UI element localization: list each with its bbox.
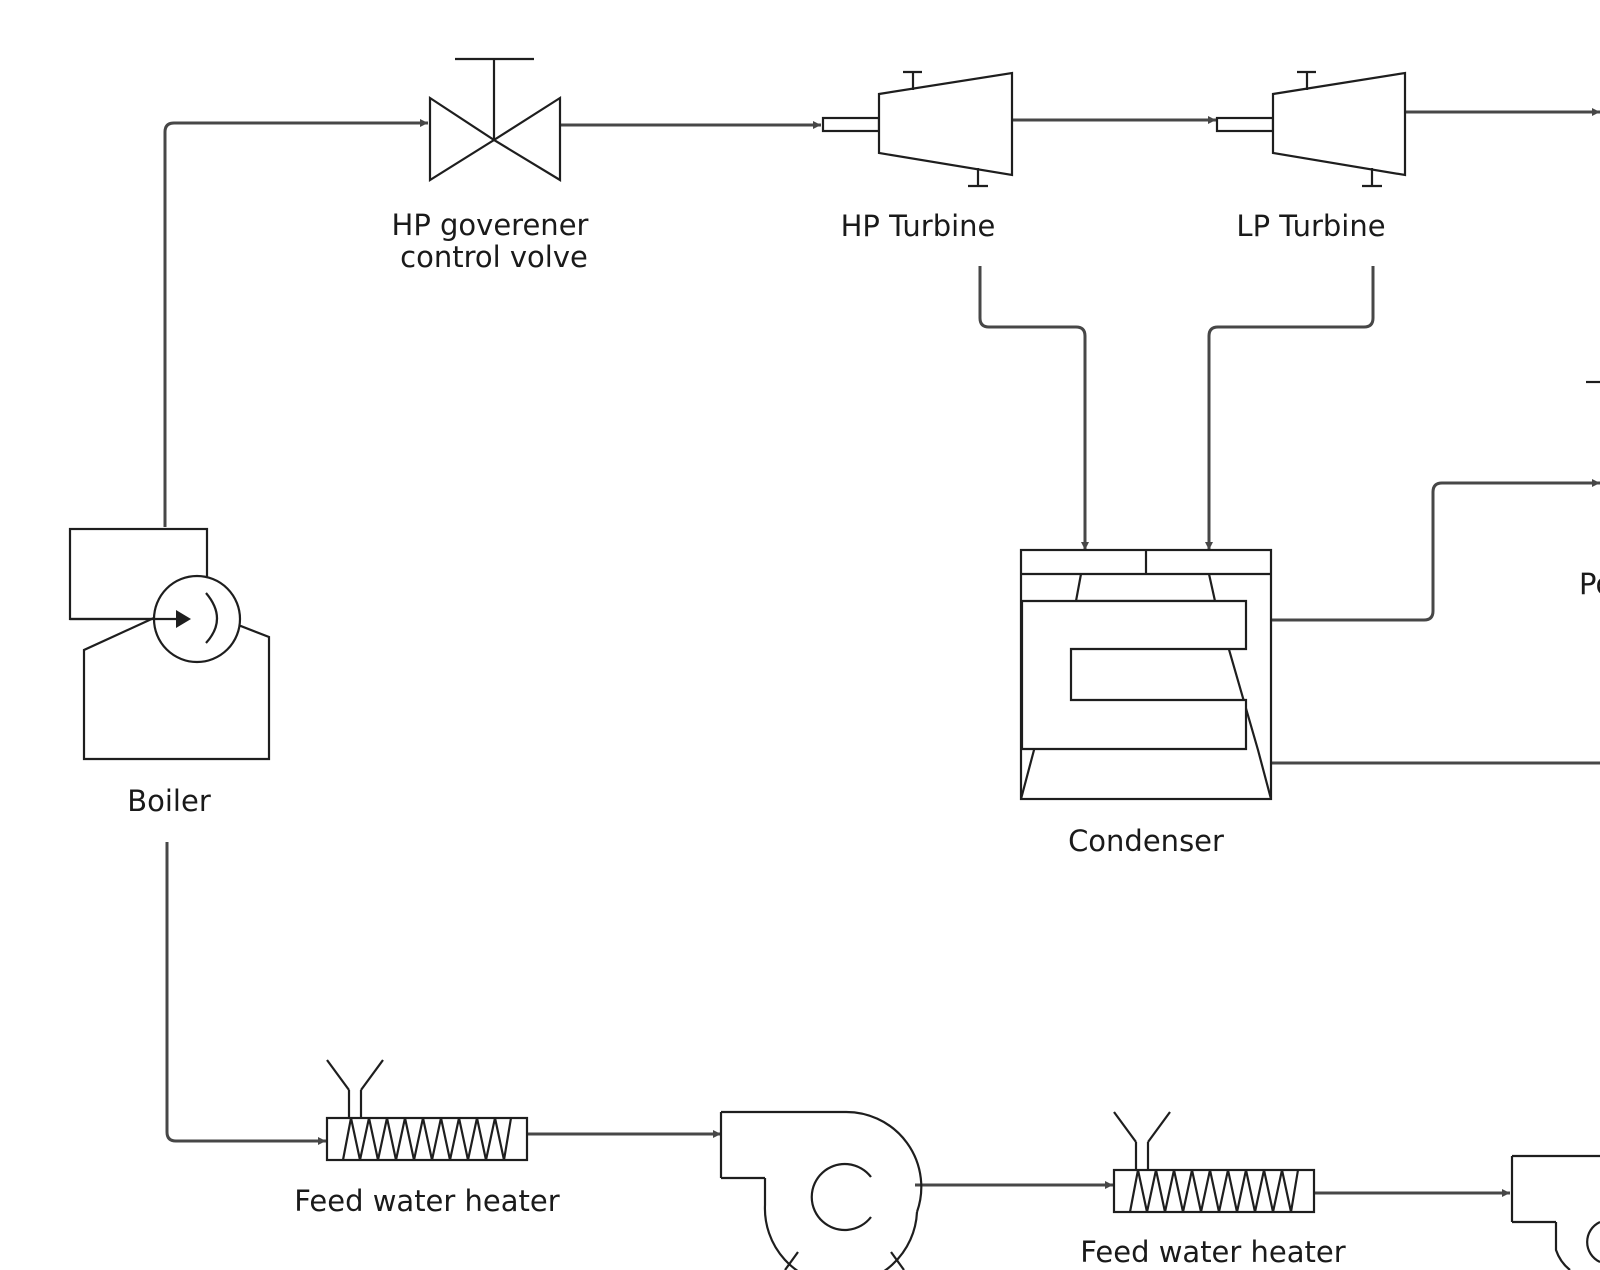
flow-hp-to-condenser[interactable] — [978, 266, 1089, 550]
hp-governor-control-valve[interactable] — [428, 57, 562, 182]
flow-condenser-upper-out[interactable] — [1271, 479, 1600, 622]
feed-pump-1-symbol[interactable] — [719, 1110, 923, 1270]
condenser-label: Condenser — [1068, 824, 1224, 858]
hp-turbine-symbol[interactable] — [821, 70, 1014, 188]
valve-label-line2: control volve — [400, 240, 588, 274]
feed-water-heater-2-symbol[interactable] — [1112, 1111, 1316, 1214]
flow-boiler-to-feed-heater-1[interactable] — [165, 842, 326, 1145]
feed-water-heater-1-symbol[interactable] — [325, 1059, 529, 1162]
feed-pump-2-symbol[interactable] — [1510, 1154, 1600, 1270]
valve-label-line1: HP goverener — [392, 208, 589, 242]
lp-turbine-symbol[interactable] — [1215, 70, 1407, 188]
boiler-label: Boiler — [127, 784, 211, 818]
flow-boiler-to-valve[interactable] — [163, 119, 428, 527]
hp-turbine-label: HP Turbine — [841, 209, 996, 243]
flow-lp-to-condenser[interactable] — [1205, 266, 1375, 550]
partial-right-label: Po — [1579, 567, 1600, 601]
boiler-symbol[interactable] — [68, 527, 271, 761]
condenser-symbol[interactable] — [1019, 548, 1273, 801]
feed-water-heater-2-label: Feed water heater — [1080, 1235, 1345, 1269]
feed-water-heater-1-label: Feed water heater — [294, 1184, 559, 1218]
lp-turbine-label: LP Turbine — [1236, 209, 1385, 243]
